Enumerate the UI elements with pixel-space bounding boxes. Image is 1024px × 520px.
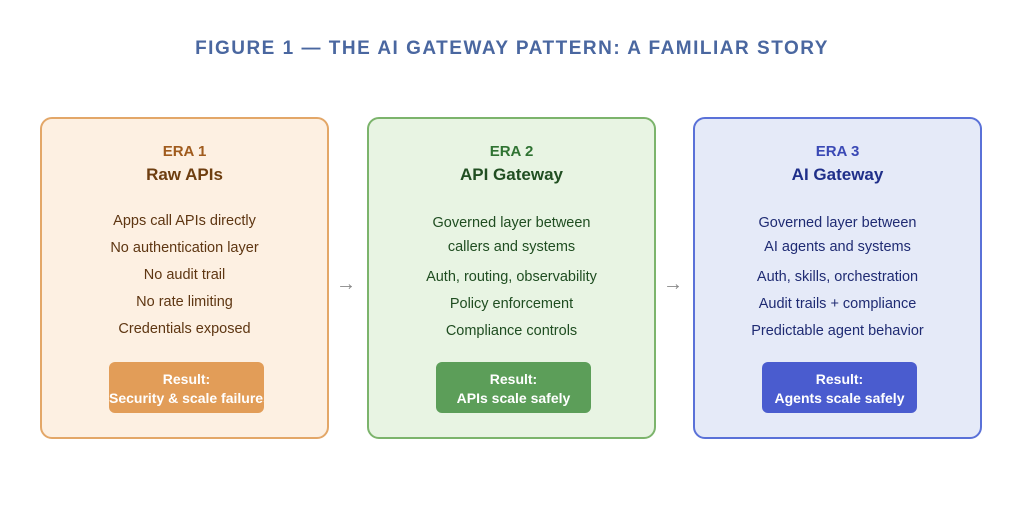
era-1-card: ERA 1 Raw APIs Apps call APIs directly N… (40, 117, 329, 439)
era-items: Governed layer between callers and syste… (369, 211, 654, 348)
era-item: Policy enforcement (449, 296, 574, 312)
era-3-card: ERA 3 AI Gateway Governed layer between … (693, 117, 982, 439)
era-name: API Gateway (460, 165, 563, 184)
era-label: ERA 3 (815, 143, 860, 160)
result-badge: Result: Agents scale safely (762, 362, 917, 413)
result-label: Result: (815, 371, 864, 387)
era-item: Audit trails + compliance (758, 296, 917, 312)
result-value: Agents scale safely (774, 390, 905, 406)
era-name: AI Gateway (791, 165, 884, 184)
era-label: ERA 2 (489, 143, 534, 160)
era-item: Apps call APIs directly (113, 213, 256, 229)
era-item: No audit trail (143, 267, 226, 283)
result-label: Result: (489, 371, 538, 387)
era-item: Auth, routing, observability (426, 269, 597, 285)
era-item: Auth, skills, orchestration (756, 269, 919, 285)
figure-title: FIGURE 1 — THE AI GATEWAY PATTERN: A FAM… (195, 38, 829, 59)
era-item: Governed layer between callers and syste… (432, 215, 591, 255)
era-item: Predictable agent behavior (751, 323, 924, 339)
era-item: Governed layer between AI agents and sys… (758, 215, 917, 255)
result-value: Security & scale failures (109, 390, 264, 406)
era-item: Compliance controls (445, 323, 578, 339)
era-name: Raw APIs (146, 165, 223, 184)
era-label: ERA 1 (162, 143, 207, 160)
result-badge: Result: Security & scale failures (109, 362, 264, 413)
era-item: Credentials exposed (118, 321, 251, 337)
result-badge: Result: APIs scale safely (436, 362, 591, 413)
era-items: Apps call APIs directly No authenticatio… (42, 211, 327, 346)
era-items: Governed layer between AI agents and sys… (695, 211, 980, 348)
result-label: Result: (162, 371, 211, 387)
result-value: APIs scale safely (456, 390, 571, 406)
arrow-right-icon: → (336, 273, 356, 295)
era-2-card: ERA 2 API Gateway Governed layer between… (367, 117, 656, 439)
era-item: No authentication layer (110, 240, 259, 256)
arrow-right-icon: → (663, 273, 683, 295)
era-item: No rate limiting (136, 294, 233, 310)
